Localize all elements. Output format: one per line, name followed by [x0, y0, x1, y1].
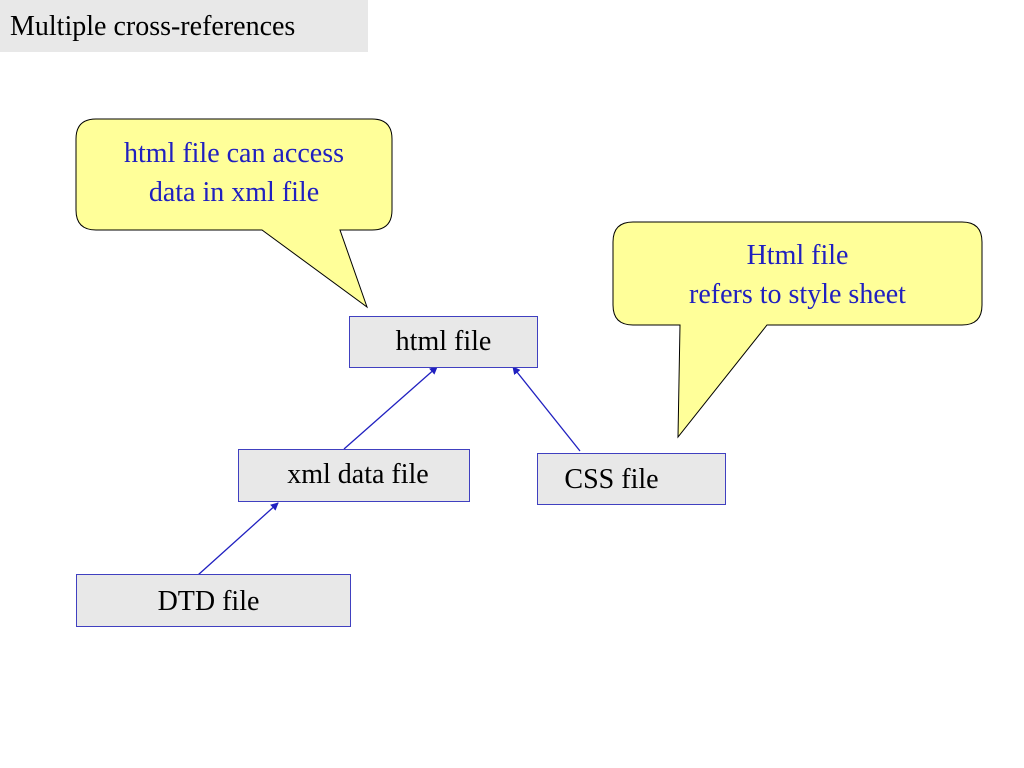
node-html-file-label: html file — [395, 326, 492, 357]
node-xml-data-file-label: xml data file — [287, 459, 429, 490]
callout-bubble-right — [612, 221, 983, 439]
node-html-file: html file — [349, 316, 538, 368]
slide-title: Multiple cross-references — [0, 0, 368, 52]
callout-left-text: html file can access data in xml file — [76, 134, 392, 212]
callout-right-line-2: refers to style sheet — [689, 279, 906, 310]
node-xml-data-file: xml data file — [238, 449, 470, 502]
node-css-file: CSS file — [537, 453, 726, 505]
edge-xml-to-html — [343, 366, 438, 450]
node-css-file-label: CSS file — [564, 464, 659, 495]
node-dtd-file-label: DTD file — [157, 586, 260, 617]
edge-css-to-html — [512, 366, 581, 452]
callout-right-text: Html file refers to style sheet — [613, 236, 982, 314]
edge-dtd-to-xml — [197, 502, 279, 576]
callout-right-line-1: Html file — [746, 240, 849, 271]
callout-bubble-left — [75, 118, 393, 309]
callout-left-line-2: data in xml file — [148, 177, 320, 208]
callout-left-line-1: html file can access — [123, 138, 344, 169]
node-dtd-file: DTD file — [76, 574, 351, 627]
